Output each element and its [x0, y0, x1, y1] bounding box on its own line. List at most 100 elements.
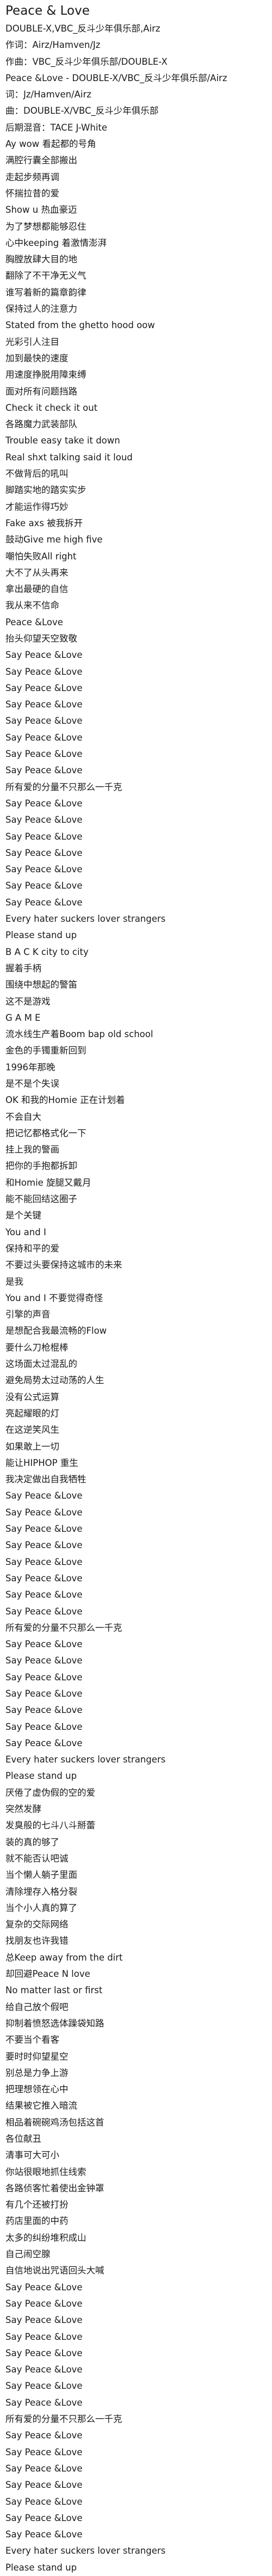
lyric-line: 亮起耀眼的灯 [5, 1408, 59, 1419]
lyric-line: Say Peace &Love [5, 650, 83, 661]
lyric-line: 相品着碗碗鸡汤包括这首 [5, 2117, 104, 2128]
lyric-line: 有几个还被打扮 [5, 2199, 69, 2210]
lyric-line: You and I [5, 1227, 46, 1237]
lyric-line: 流水线生产着Boom bap old school [5, 1029, 153, 1040]
lyric-line: Stated from the ghetto hood oow [5, 320, 155, 331]
lyric-line: Say Peace &Love [5, 666, 83, 677]
lyric-line: 所有爱的分量不只那么一千克 [5, 2414, 122, 2425]
lyric-line: Say Peace &Love [5, 682, 83, 693]
lyric-line: Say Peace &Love [5, 1737, 83, 1748]
lyric-line: 拿出最硬的自信 [5, 584, 69, 595]
lyrics-body: DOUBLE-X,VBC_反斗少年俱乐部,Airz 作词：Airz/Hamven/… [5, 21, 271, 2576]
lyric-line: Say Peace &Love [5, 2397, 83, 2408]
lyric-line: 词：Jz/Hamven/Airz [5, 89, 91, 100]
lyric-line: Say Peace &Love [5, 2331, 83, 2342]
lyric-line: 鼓动Give me high five [5, 534, 103, 545]
lyric-line: Real shxt talking said it loud [5, 452, 133, 463]
lyric-line: 清除埋存入格分裂 [5, 1886, 77, 1897]
lyric-line: Say Peace &Love [5, 2315, 83, 2326]
lyric-line: 你站很眼地抓住线索 [5, 2166, 86, 2177]
lyric-line: Say Peace &Love [5, 880, 83, 891]
lyric-line: 就不能否认吧诚 [5, 1853, 69, 1864]
lyric-line: Say Peace &Love [5, 847, 83, 858]
lyric-line: 光彩引人注目 [5, 336, 59, 347]
lyric-line: 如果敢上一切 [5, 1441, 59, 1452]
lyric-line: 曲：DOUBLE-X/VBC_反斗少年俱乐部 [5, 106, 159, 116]
lyric-line: 不会自大 [5, 1111, 41, 1122]
lyric-line: Say Peace &Love [5, 2480, 83, 2491]
lyric-line: 保持过人的注意力 [5, 304, 77, 315]
lyric-line: 各位献丑 [5, 2134, 41, 2144]
lyric-line: 所有爱的分量不只那么一千克 [5, 1622, 122, 1633]
lyric-line: 各路侦客忙着使出金钟罩 [5, 2183, 104, 2193]
lyric-line: 满腔行囊全部搬出 [5, 155, 77, 166]
lyric-line: Say Peace &Love [5, 1490, 83, 1501]
lyric-line: 不做背后的吼叫 [5, 469, 69, 479]
lyric-line: 自己闹空腺 [5, 2249, 51, 2260]
lyric-line: 谁写着新的篇章韵律 [5, 287, 86, 298]
lyric-line: 胸膛放肆大目的地 [5, 254, 77, 265]
lyric-line: 走起步频再调 [5, 171, 59, 182]
lyric-line: 所有爱的分量不只那么一千克 [5, 781, 122, 792]
lyric-line: Say Peace &Love [5, 2282, 83, 2292]
lyric-line: 要时时仰望星空 [5, 2051, 69, 2062]
lyric-line: 总Keep away from the dirt [5, 1952, 123, 1963]
lyric-line: 突然发酵 [5, 1804, 41, 1815]
lyric-line: 我从来不信命 [5, 600, 59, 611]
lyric-line: 1996年那晚 [5, 1062, 55, 1073]
lyric-line: DOUBLE-X,VBC_反斗少年俱乐部,Airz [5, 23, 160, 34]
lyric-line: 把你的手抱都拆卸 [5, 1161, 77, 1172]
lyric-line: 金色的手镯重新回到 [5, 1045, 86, 1056]
lyric-line: 翻除了不干净无义气 [5, 270, 86, 281]
lyric-line: 抬头仰望天空致敬 [5, 633, 77, 644]
lyric-line: 找朋友也许我错 [5, 1936, 69, 1946]
lyric-line: 是不是个失误 [5, 1079, 59, 1089]
lyric-line: 心中keeping 着激情澎湃 [5, 237, 107, 248]
lyric-line: 自信地说出咒语回头大喊 [5, 2265, 104, 2276]
lyric-line: Say Peace &Love [5, 716, 83, 726]
lyric-line: Say Peace &Love [5, 765, 83, 776]
lyric-line: Say Peace &Love [5, 2381, 83, 2392]
lyric-line: Ay wow 看起都的号角 [5, 139, 96, 150]
lyric-line: 是想配合我最流畅的Flow [5, 1326, 107, 1336]
lyric-line: Peace &Love - DOUBLE-X/VBC_反斗少年俱乐部/Airz [5, 72, 227, 83]
lyric-line: 在这逆笑风生 [5, 1425, 59, 1435]
lyric-line: 当个懒人躺子里面 [5, 1870, 77, 1881]
lyric-line: 作词：Airz/Hamven/Jz [5, 40, 101, 51]
lyric-line: Say Peace &Love [5, 749, 83, 760]
lyric-line: Say Peace &Love [5, 1688, 83, 1699]
lyric-line: Say Peace &Love [5, 897, 83, 908]
lyric-line: Every hater suckers lover strangers [5, 1754, 166, 1765]
lyric-line: Fake axs 被我拆开 [5, 517, 83, 528]
lyric-line: Say Peace &Love [5, 798, 83, 809]
lyric-line: 握着手柄 [5, 963, 41, 973]
lyric-line: Say Peace &Love [5, 1589, 83, 1600]
lyric-line: 却回避Peace N love [5, 1969, 90, 1980]
lyric-line: 脚踏实地的踏实实步 [5, 485, 86, 496]
lyric-line: Every hater suckers lover strangers [5, 914, 166, 925]
lyric-line: 要什么刀枪棍棒 [5, 1342, 69, 1353]
lyric-line: 给自己放个假吧 [5, 2001, 69, 2012]
lyric-line: G A M E [5, 1012, 41, 1023]
lyric-line: Say Peace &Love [5, 1655, 83, 1666]
lyric-line: 后期混音：TACE J-White [5, 122, 108, 133]
lyric-line: OK 和我的Homie 正在计划着 [5, 1095, 125, 1106]
lyric-line: 才能运作得巧妙 [5, 501, 69, 512]
lyric-line: 把记忆都格式化一下 [5, 1127, 86, 1138]
lyric-line: 和Homie 旋腿又戴月 [5, 1177, 91, 1188]
lyric-line: 发臭般的七斗八斗掰蕾 [5, 1820, 95, 1831]
lyric-line: Say Peace &Love [5, 2347, 83, 2358]
lyric-line: Say Peace &Love [5, 2364, 83, 2375]
lyric-line: 是个关键 [5, 1210, 41, 1221]
lyric-line: Say Peace &Love [5, 1606, 83, 1617]
lyric-line: 为了梦想都能够忍住 [5, 221, 86, 232]
lyric-line: 用速度挣脱用障束缚 [5, 369, 86, 380]
lyric-line: Say Peace &Love [5, 2496, 83, 2507]
lyric-line: 太多的纠纷堆积成山 [5, 2232, 86, 2243]
lyric-line: 面对所有问题挡路 [5, 386, 77, 397]
lyric-line: 装的真的够了 [5, 1837, 59, 1847]
lyric-line: Trouble easy take it down [5, 435, 120, 446]
lyric-line: 药店里面的中药 [5, 2216, 69, 2227]
lyric-line: 别总是力争上游 [5, 2067, 69, 2078]
